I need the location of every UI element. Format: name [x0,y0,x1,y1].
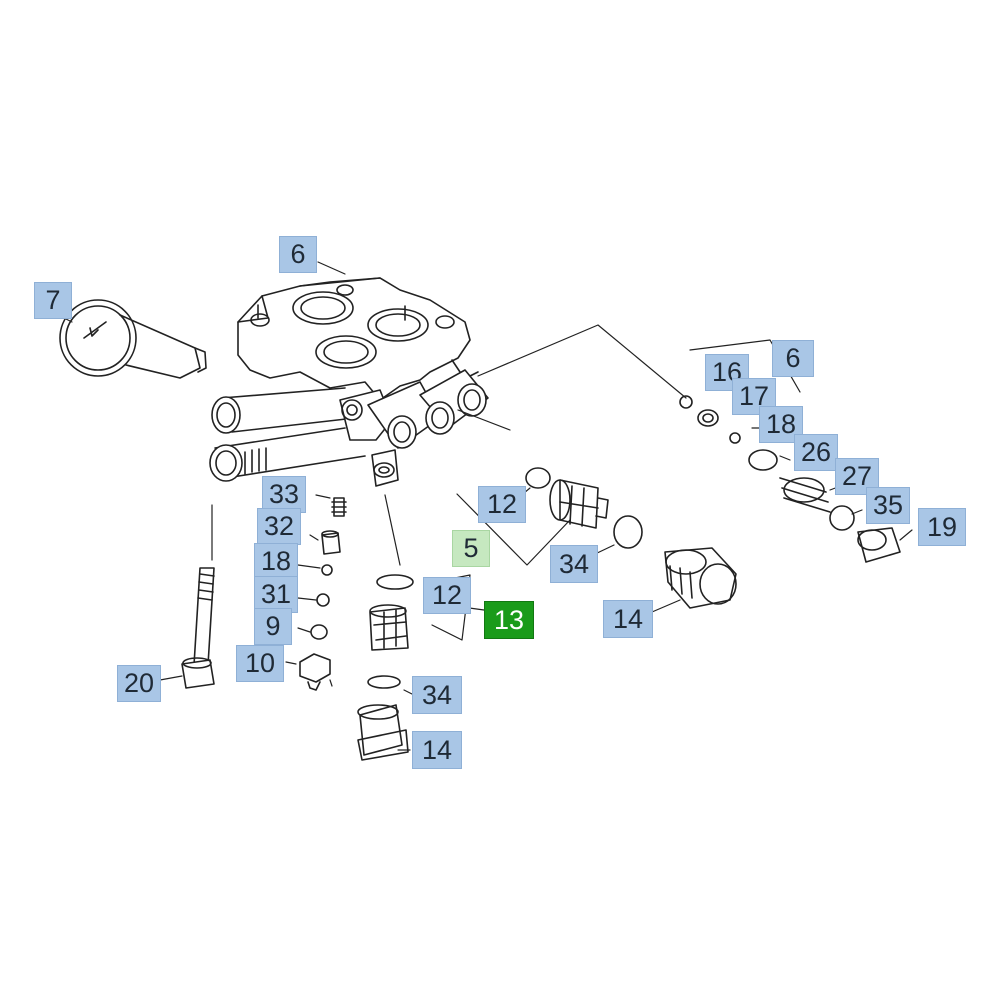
right-valve-assembly [525,467,737,609]
callout-part-12-center[interactable]: 12 [423,577,471,614]
callout-part-17[interactable]: 17 [732,378,776,415]
bolt [181,567,215,689]
callout-part-10[interactable]: 10 [236,645,284,682]
callout-part-12-right[interactable]: 12 [478,486,526,523]
callout-part-26[interactable]: 26 [794,434,838,471]
callout-part-31[interactable]: 31 [254,576,298,613]
callout-part-6-head[interactable]: 6 [279,236,317,273]
callout-part-35[interactable]: 35 [866,487,910,524]
callout-part-9[interactable]: 9 [254,608,292,645]
callout-part-14-center[interactable]: 14 [412,731,462,769]
callout-part-7[interactable]: 7 [34,282,72,319]
callout-part-32[interactable]: 32 [257,508,301,545]
callout-part-27[interactable]: 27 [835,458,879,495]
callout-part-20[interactable]: 20 [117,665,161,702]
left-valve-stack [299,497,347,691]
inlet-tubes [209,387,393,482]
callout-part-14-right[interactable]: 14 [603,600,653,638]
front-ports [367,369,489,487]
callout-part-34-center[interactable]: 34 [412,676,462,714]
callout-part-19[interactable]: 19 [918,508,966,546]
callout-part-6-unloader[interactable]: 6 [772,340,814,377]
callout-part-5[interactable]: 5 [452,530,490,567]
unloader-stack [679,395,901,563]
pressure-gauge [59,299,207,379]
center-valve-assembly [357,574,414,761]
callout-part-18-left[interactable]: 18 [254,543,298,580]
callout-part-33[interactable]: 33 [262,476,306,513]
callout-part-34-right[interactable]: 34 [550,545,598,583]
callout-part-13-selected[interactable]: 13 [484,601,534,639]
pump-head-body [237,277,479,401]
